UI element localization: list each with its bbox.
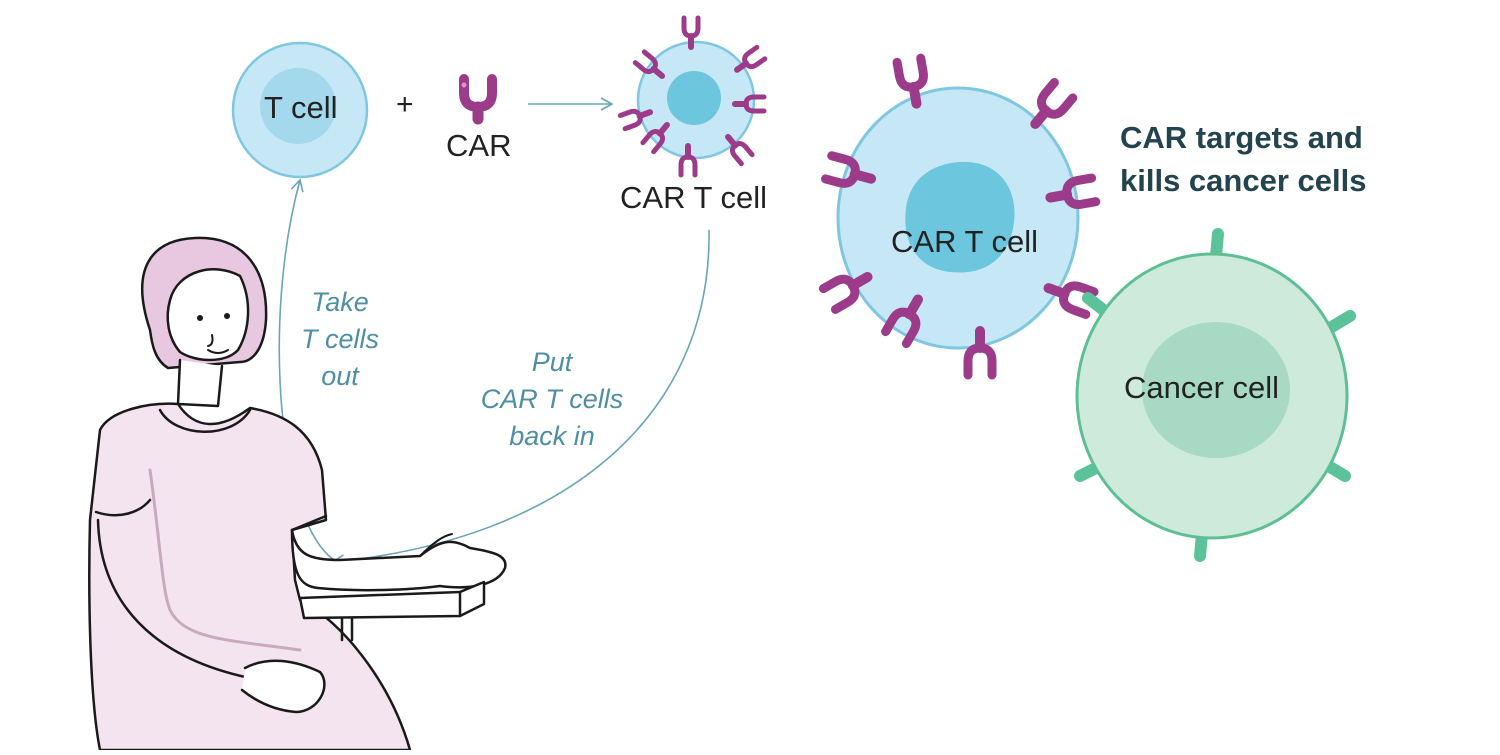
take-out-line-2: T cells [300,324,379,354]
car-t-cell-large [823,58,1095,375]
cancer-cell-nucleus [1142,322,1290,458]
car-t-cell-large-label: CAR T cell [891,224,1039,259]
patient-dress [88,402,412,752]
car-t-cell-small-label: CAR T cell [620,180,768,215]
headline-line-2: kills cancer cells [1120,163,1367,198]
t-cell-label: T cell [264,90,338,125]
put-back-annotation: Put CAR T cells back in [462,344,642,455]
take-out-arrow [278,178,335,561]
patient-neck [176,358,224,408]
t-cell-nucleus [260,68,336,144]
patient-face [166,268,250,362]
patient-left-hand [240,659,326,714]
car-t-cell-small [620,18,765,175]
put-back-line-3: back in [509,421,595,451]
cancer-cell [1074,228,1356,562]
headline: CAR targets and kills cancer cells [1120,116,1366,202]
put-back-line-2: CAR T cells [480,384,624,414]
take-out-line-3: out [321,361,359,391]
car-t-cell-large-nucleus [905,161,1015,273]
put-back-line-1: Put [531,347,573,377]
take-out-annotation: Take T cells out [280,284,400,395]
t-cell [231,41,369,179]
car-t-cell-small-nucleus [667,71,721,125]
car-label: CAR [446,128,512,163]
seated-patient-illustration [88,236,507,752]
patient-right-arm [290,528,507,592]
car-receptor-icon [459,74,497,125]
cancer-cell-label: Cancer cell [1124,370,1280,405]
headline-line-1: CAR targets and [1120,120,1363,155]
put-back-arrow [331,229,710,568]
plus-sign: + [396,88,414,121]
take-out-line-1: Take [311,287,369,317]
